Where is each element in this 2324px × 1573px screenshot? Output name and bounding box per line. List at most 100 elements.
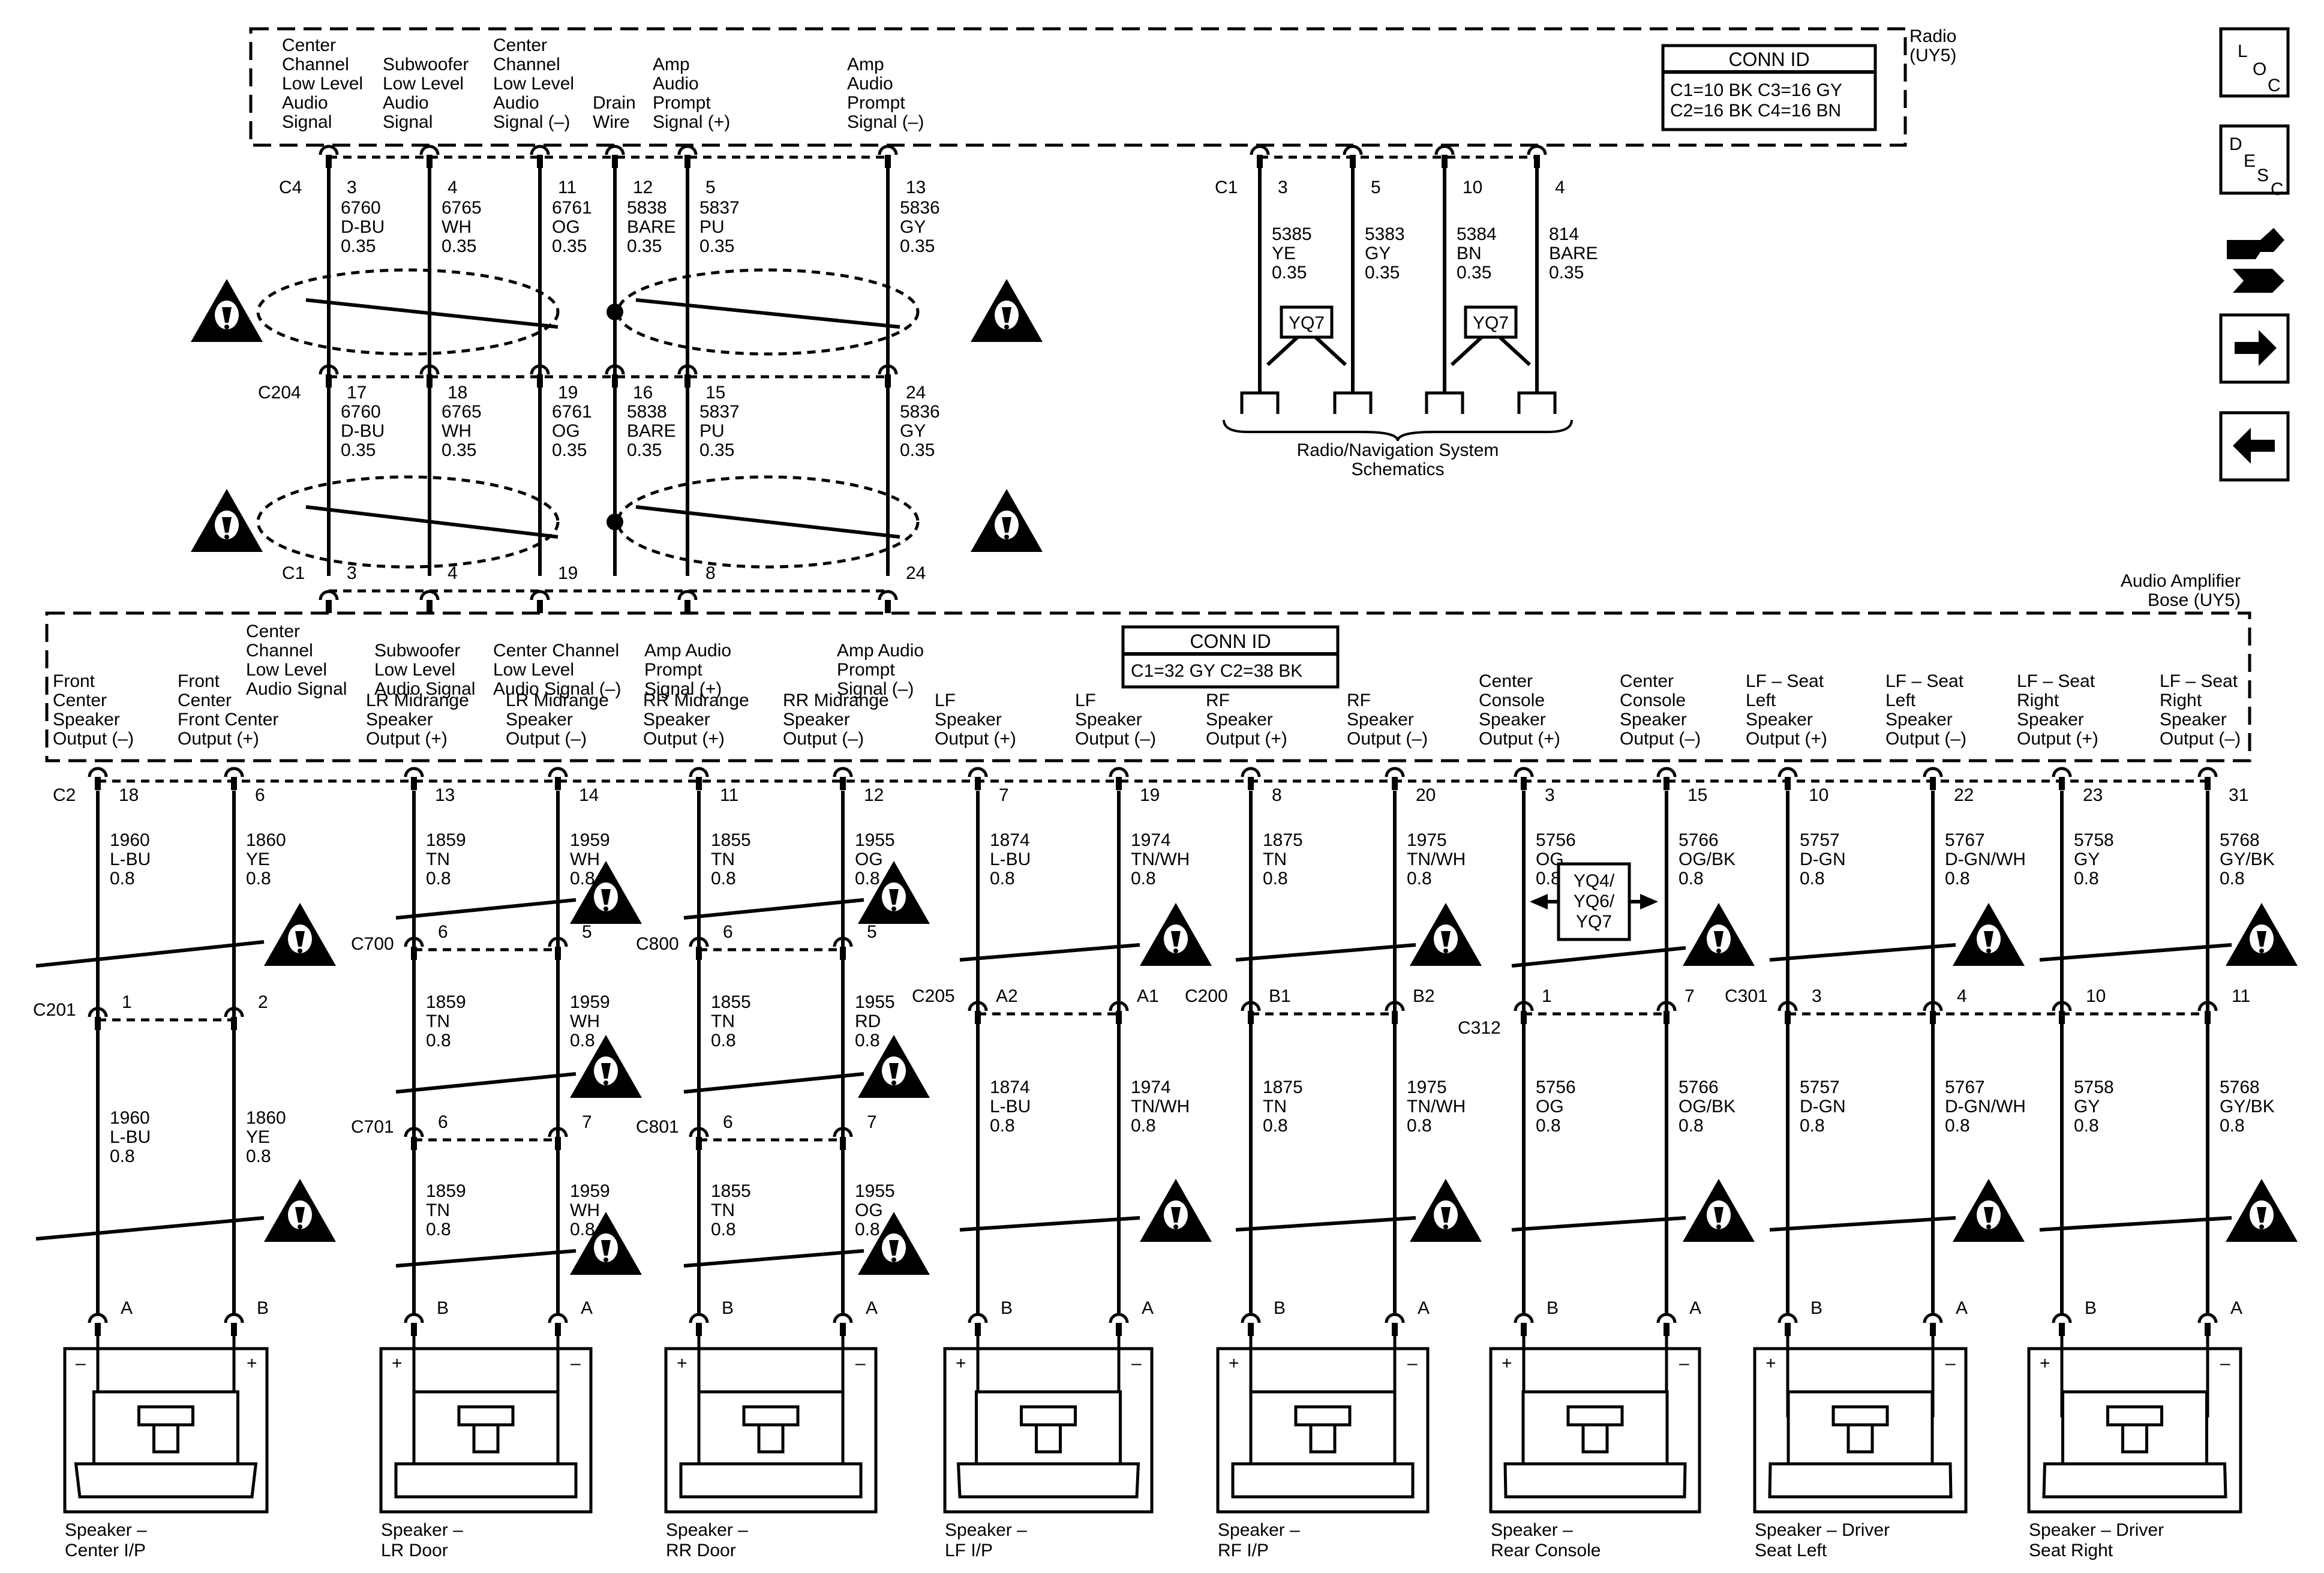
connector-icon[interactable]	[2227, 228, 2284, 293]
upper-wire-label-line: 0.8	[1536, 869, 1561, 888]
back-arrow-icon[interactable]	[2219, 411, 2290, 482]
inline-connector-id: C201	[33, 1000, 76, 1020]
inline-connector-pin	[224, 1007, 244, 1030]
pin-letter: A	[1142, 1298, 1154, 1318]
option-tag-text: YQ6/	[1574, 891, 1615, 911]
c204-pin	[878, 364, 898, 388]
radio-signal-label-line: Wire	[593, 112, 630, 132]
upper-wire-label-line: TN	[426, 849, 450, 869]
mid-wire-label-line: 0.8	[990, 1116, 1015, 1136]
amp-c2-pin	[1656, 767, 1677, 790]
caution-icon	[570, 861, 642, 924]
radio-c4-wire-label-line: 5837	[699, 198, 740, 218]
ref-bracket	[1223, 419, 1573, 442]
pin-number: 19	[558, 563, 578, 583]
c204-pin	[677, 364, 698, 388]
amp-output-label-line: Right	[2160, 691, 2202, 710]
amp-output-label-line: Output (+)	[366, 729, 448, 749]
twisted-pair-marker	[959, 1216, 1140, 1232]
speaker-pin	[548, 1313, 568, 1336]
radio-signal-label-line: Center	[282, 35, 336, 55]
radio-c4-wire-label-line: 5838	[627, 198, 667, 218]
upper-wire-label-line: D-GN	[1800, 849, 1846, 869]
speaker-pin	[88, 1313, 108, 1336]
radio-c4-wire-label-line: BARE	[627, 217, 676, 237]
amp-c2-pin	[1241, 767, 1261, 790]
pin-number: 10	[2086, 986, 2106, 1006]
radio-c4-wire-label-line: WH	[442, 217, 472, 237]
amp-output-label-line: Speaker	[1479, 710, 1546, 730]
door-lower-wire-label-line: 1955	[855, 1181, 895, 1201]
mid-wire-label-line: WH	[570, 1011, 600, 1031]
twisted-pair-marker	[635, 298, 900, 329]
forward-arrow-icon[interactable]	[2219, 313, 2290, 384]
amp-output-label-line: Speaker	[643, 710, 710, 730]
c204-pin	[419, 364, 440, 388]
speaker-pin	[689, 1313, 709, 1336]
radio-signal-label-line: Signal (–)	[847, 112, 924, 132]
amp-output-label-line: Speaker	[1746, 710, 1813, 730]
radio-c1-wire-label-line: 0.35	[1549, 263, 1584, 283]
c204-pin	[605, 364, 625, 388]
pin-number: 3	[1278, 178, 1288, 197]
upper-wire-label-line: D-GN/WH	[1945, 849, 2026, 869]
speaker-polarity: –	[2220, 1353, 2230, 1373]
pin-letter: B	[1547, 1298, 1559, 1318]
speaker-name-line: Speaker –	[1491, 1520, 1573, 1540]
amp-conn-id-title: CONN ID	[1190, 631, 1271, 652]
amp-c2-pin	[2052, 767, 2072, 790]
speaker-pin	[968, 1313, 988, 1336]
speaker-name-line: Seat Right	[2029, 1541, 2113, 1560]
speaker-pin	[1241, 1313, 1261, 1336]
caution-icon	[971, 279, 1043, 342]
amp-c2-pin	[224, 767, 244, 790]
location-button[interactable]: LOC	[2219, 27, 2290, 98]
radio-c4-id: C4	[279, 178, 302, 197]
twisted-pair-marker	[1511, 1216, 1686, 1232]
radio-c1-wire-label-line: 814	[1549, 224, 1579, 244]
upper-wire-label-line: OG/BK	[1679, 849, 1736, 869]
upper-wire-label-line: 0.8	[1263, 869, 1288, 888]
upper-wire-label-line: 0.8	[426, 869, 451, 888]
amp-c1-pin	[319, 590, 339, 613]
twisted-pair-marker	[1769, 1216, 1956, 1232]
caution-icon	[2226, 1179, 2298, 1242]
c204-pin	[530, 364, 550, 388]
pin-number: 14	[579, 785, 599, 805]
speaker-pin	[224, 1313, 244, 1336]
pin-letter: B	[1810, 1298, 1822, 1318]
upper-wire-label-line: 5766	[1679, 830, 1719, 850]
amp-output-label-line: RR Midrange	[643, 691, 749, 710]
pin-letter: A	[1689, 1298, 1701, 1318]
amp-c2-pin	[404, 767, 424, 790]
twisted-pair-marker	[395, 1072, 577, 1094]
pin-number: 22	[1954, 785, 1974, 805]
radio-nav-ref-line: Schematics	[1351, 460, 1444, 479]
radio-name: Radio(UY5)	[1909, 26, 1956, 65]
speaker-name-line: RF I/P	[1218, 1541, 1269, 1560]
door-lower-wire-label-line: WH	[570, 1200, 600, 1220]
upper-wire-label-line: 1975	[1407, 830, 1447, 850]
speaker-name-line: LR Door	[381, 1541, 448, 1560]
pin-number: 13	[435, 785, 455, 805]
mid-wire-label-line: 5757	[1800, 1077, 1840, 1097]
radio-signal-label-line: Center	[493, 35, 547, 55]
amp-input-label-line: Signal (–)	[837, 679, 914, 699]
speaker-pin	[1777, 1313, 1798, 1336]
